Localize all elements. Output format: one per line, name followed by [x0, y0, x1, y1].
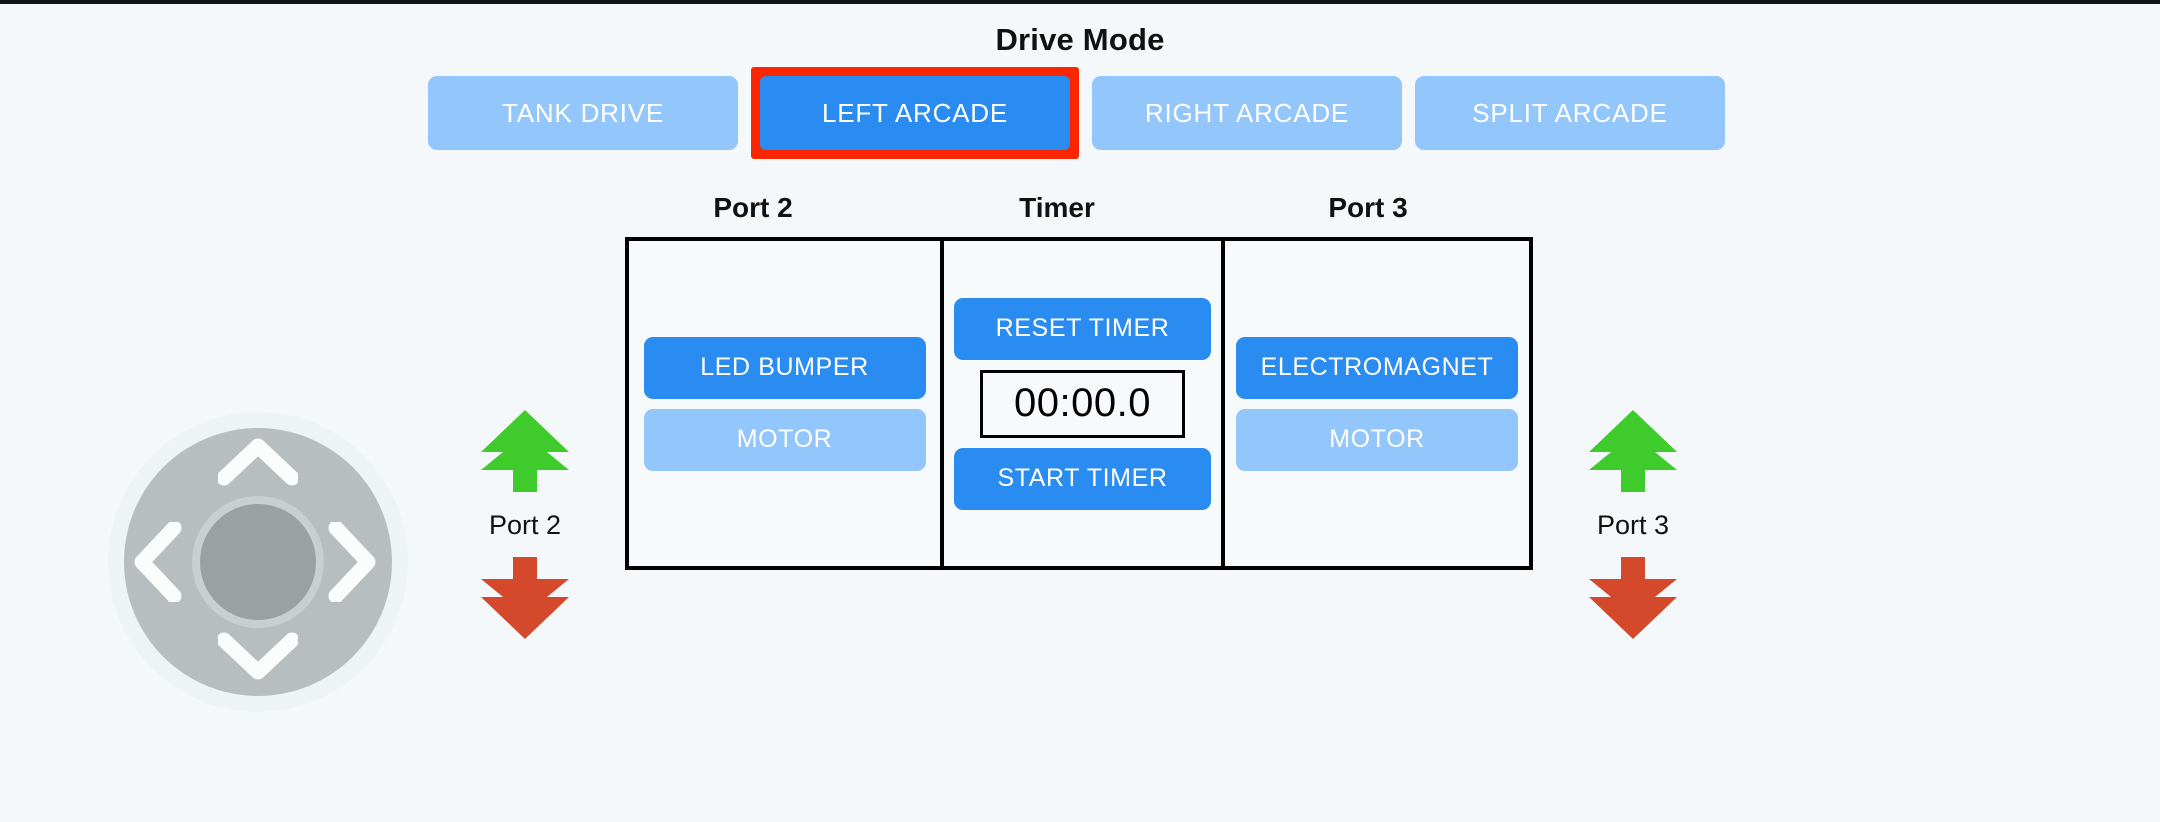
top-edge-strip	[0, 0, 2160, 4]
drive-mode-button-group: TANK DRIVE LEFT ARCADE RIGHT ARCADE SPLI…	[428, 67, 1725, 159]
led-bumper-button[interactable]: LED BUMPER	[643, 336, 926, 399]
timer-display: 00:00.0	[980, 369, 1185, 438]
drive-mode-option-left-arcade-wrapper: LEFT ARCADE	[751, 67, 1079, 159]
start-timer-button[interactable]: START TIMER	[954, 447, 1211, 510]
reset-timer-button[interactable]: RESET TIMER	[954, 297, 1211, 360]
drive-mode-split-arcade-button[interactable]: SPLIT ARCADE	[1415, 76, 1725, 150]
port3-arrow-controls: Port 3	[1553, 408, 1713, 641]
drive-mode-option-right-arcade-wrapper: RIGHT ARCADE	[1092, 76, 1402, 150]
panel-heading-port3: Port 3	[1328, 192, 1408, 223]
drive-mode-left-arcade-button[interactable]: LEFT ARCADE	[760, 76, 1070, 150]
control-panel: LED BUMPER MOTOR RESET TIMER 00:00.0 STA…	[625, 237, 1533, 570]
port3-arrow-up-icon[interactable]	[1587, 408, 1679, 494]
port2-column: LED BUMPER MOTOR	[629, 241, 940, 566]
drive-mode-option-tank-drive-wrapper: TANK DRIVE	[428, 76, 738, 150]
dpad-joystick[interactable]	[108, 412, 408, 712]
panel-heading-port2: Port 2	[713, 192, 793, 223]
electromagnet-button[interactable]: ELECTROMAGNET	[1236, 336, 1518, 399]
port2-label: Port 2	[488, 510, 562, 540]
port2-motor-button[interactable]: MOTOR	[643, 408, 926, 471]
dpad-center-knob[interactable]	[200, 504, 316, 620]
port2-arrow-down-icon[interactable]	[479, 555, 571, 641]
timer-column: RESET TIMER 00:00.0 START TIMER	[940, 237, 1225, 570]
port2-arrow-up-icon[interactable]	[479, 408, 571, 494]
port3-motor-button[interactable]: MOTOR	[1236, 408, 1518, 471]
port2-arrow-controls: Port 2	[445, 408, 605, 641]
port3-label: Port 3	[1596, 510, 1670, 540]
port3-arrow-down-icon[interactable]	[1587, 555, 1679, 641]
drive-mode-tank-drive-button[interactable]: TANK DRIVE	[428, 76, 738, 150]
page-title: Drive Mode	[995, 22, 1165, 57]
panel-heading-timer: Timer	[1019, 192, 1095, 223]
port3-column: ELECTROMAGNET MOTOR	[1225, 241, 1529, 566]
drive-mode-option-split-arcade-wrapper: SPLIT ARCADE	[1415, 76, 1725, 150]
drive-mode-right-arcade-button[interactable]: RIGHT ARCADE	[1092, 76, 1402, 150]
